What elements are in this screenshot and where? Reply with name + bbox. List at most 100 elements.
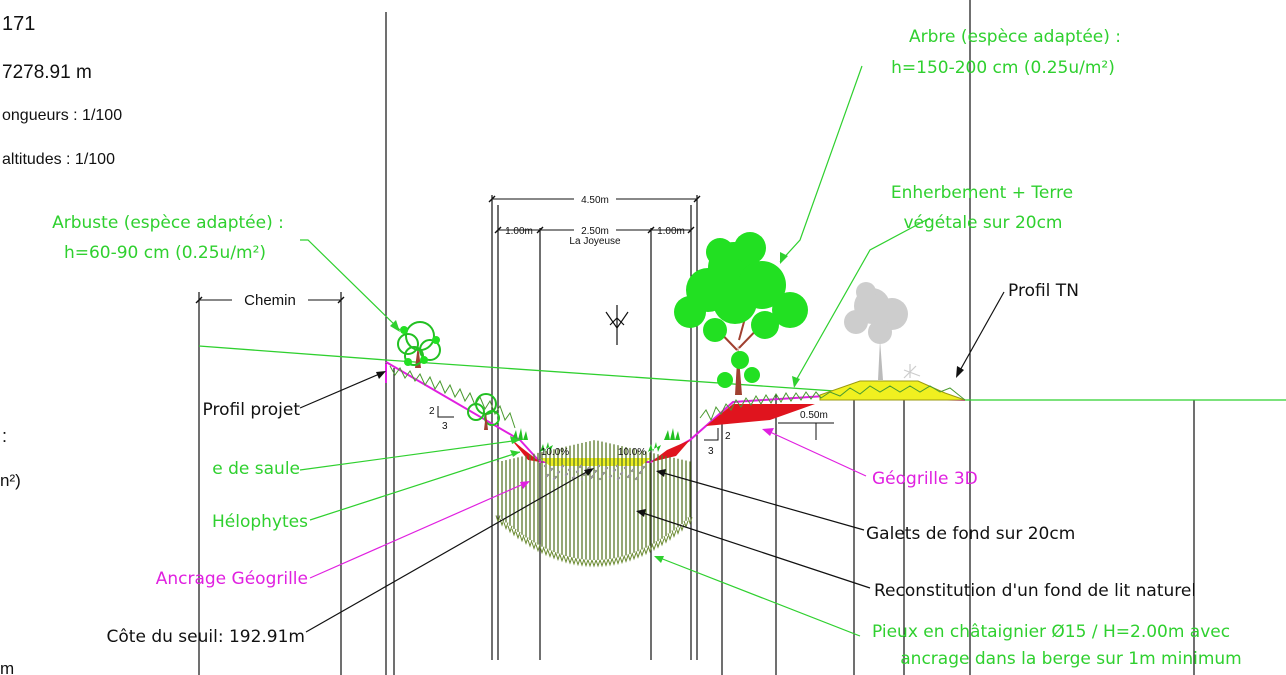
pile-tip (599, 559, 605, 568)
gravel-dot (571, 476, 575, 480)
gravel-dot (556, 471, 560, 475)
pile-tip (587, 559, 593, 568)
label-geogrille-3d: Géogrille 3D (872, 469, 978, 489)
leader-arrowheads-black (376, 366, 964, 517)
dim-bed: 2.50m (581, 226, 609, 237)
label-enherbement-line1: Enherbement + Terre (891, 183, 1073, 203)
gravel-dot (608, 475, 612, 479)
gravel-dot (616, 477, 620, 481)
gravel-dot (604, 467, 608, 471)
label-ancrage-geogrille: Ancrage Géogrille (156, 569, 308, 589)
gravel-dot (641, 466, 645, 470)
label-galets: Galets de fond sur 20cm (866, 524, 1075, 544)
ghost-tree-icon (844, 282, 921, 380)
pile-tip (627, 554, 633, 562)
label-pieux-line2: ancrage dans la berge sur 1m minimum (900, 649, 1241, 669)
pile-tip (583, 559, 589, 568)
gravel-dot (630, 469, 634, 473)
dimension-ticks (195, 195, 701, 304)
pile-tip (639, 549, 645, 558)
label-arbre-line2: h=150-200 cm (0.25u/m²) (891, 58, 1115, 78)
label-arbuste-line1: Arbuste (espèce adaptée) : (52, 213, 284, 233)
gravel-dot (619, 472, 623, 476)
leader-arrowheads-green (390, 252, 800, 563)
pile-tip (519, 534, 525, 543)
pile-tip (595, 559, 601, 568)
label-fascine-saule: e de saule (212, 459, 300, 479)
dim-slope-left: 10.0% (541, 447, 569, 458)
scale-lengths: ongueurs : 1/100 (2, 107, 122, 124)
slope-ratio-marks (437, 406, 719, 441)
profile-distance: 7278.91 m (2, 62, 92, 83)
pile-tip (563, 555, 569, 564)
gravel-dot (545, 474, 549, 478)
gravel-dot (567, 468, 571, 472)
pile-tip (615, 557, 621, 566)
pile-tip (675, 527, 681, 535)
river-direction-icon (605, 305, 629, 345)
pile-tip (611, 558, 617, 566)
pile-tip (555, 553, 561, 562)
pile-tip (683, 520, 689, 529)
pile-tip (643, 547, 649, 556)
gravel-dot (549, 468, 553, 472)
pile-tip (575, 558, 581, 567)
gravel-dot (597, 464, 601, 468)
pile-tip (663, 535, 669, 544)
dim-total-width: 4.50m (581, 195, 609, 206)
chestnut-piles (495, 440, 693, 568)
tree-large-icon (674, 232, 808, 395)
gravel-dot (623, 466, 627, 470)
pile-tip (651, 543, 657, 552)
ratio-right-vertical: 2 (725, 431, 731, 442)
pile-tip (635, 551, 641, 559)
pile-tip (607, 558, 613, 567)
gravel-dot (638, 471, 642, 475)
dim-slope-right: 10.0% (618, 447, 646, 458)
profile-number: 171 (2, 13, 35, 35)
label-reconstitution: Reconstitution d'un fond de lit naturel (874, 581, 1196, 601)
gravel-dot (615, 464, 619, 468)
legend-colon: : (2, 426, 7, 446)
pile-tip (515, 531, 521, 540)
pile-tip (547, 550, 553, 558)
pile-tip (671, 530, 677, 539)
pile-tip (567, 556, 573, 565)
dim-left-bank: 1.00m (505, 226, 533, 237)
pile-tip (559, 554, 565, 563)
pile-tip (667, 533, 673, 541)
gravel-dot (601, 472, 605, 476)
pile-tip (539, 546, 545, 555)
pile-tip (495, 515, 501, 524)
legend-m: m (0, 659, 14, 675)
leader-lines-green (299, 65, 931, 637)
dim-offset: 0.50m (800, 410, 828, 421)
pile-tip (543, 548, 549, 557)
gravel-dot (593, 470, 597, 474)
label-profil-tn: Profil TN (1008, 281, 1079, 301)
gravel-dot (626, 475, 630, 479)
dimension-lines (199, 198, 834, 440)
pile-tip (619, 556, 625, 565)
leader-lines-magenta (309, 431, 867, 579)
pile-tip (523, 537, 529, 546)
gravel-dot (575, 470, 579, 474)
ratio-right-horizontal: 3 (708, 446, 714, 457)
leader-arrowheads-magenta (520, 428, 774, 489)
shrub-left-icon (397, 321, 441, 368)
label-cote-seuil: Côte du seuil: 192.91m (107, 627, 305, 647)
pile-tip (535, 544, 541, 553)
pile-tip (631, 552, 637, 561)
gravel-dot (578, 465, 582, 469)
pile-tip (503, 522, 509, 531)
river-name: La Joyeuse (569, 236, 621, 247)
gravel-dot (543, 464, 547, 468)
label-pieux-line1: Pieux en châtaignier Ø15 / H=2.00m avec (872, 622, 1230, 642)
ratio-left-horizontal: 3 (442, 421, 448, 432)
gravel-dot (612, 469, 616, 473)
pile-tip (571, 557, 577, 566)
gravel-dot (560, 465, 564, 469)
pile-tip (527, 539, 533, 548)
gravel-dot (564, 473, 568, 477)
